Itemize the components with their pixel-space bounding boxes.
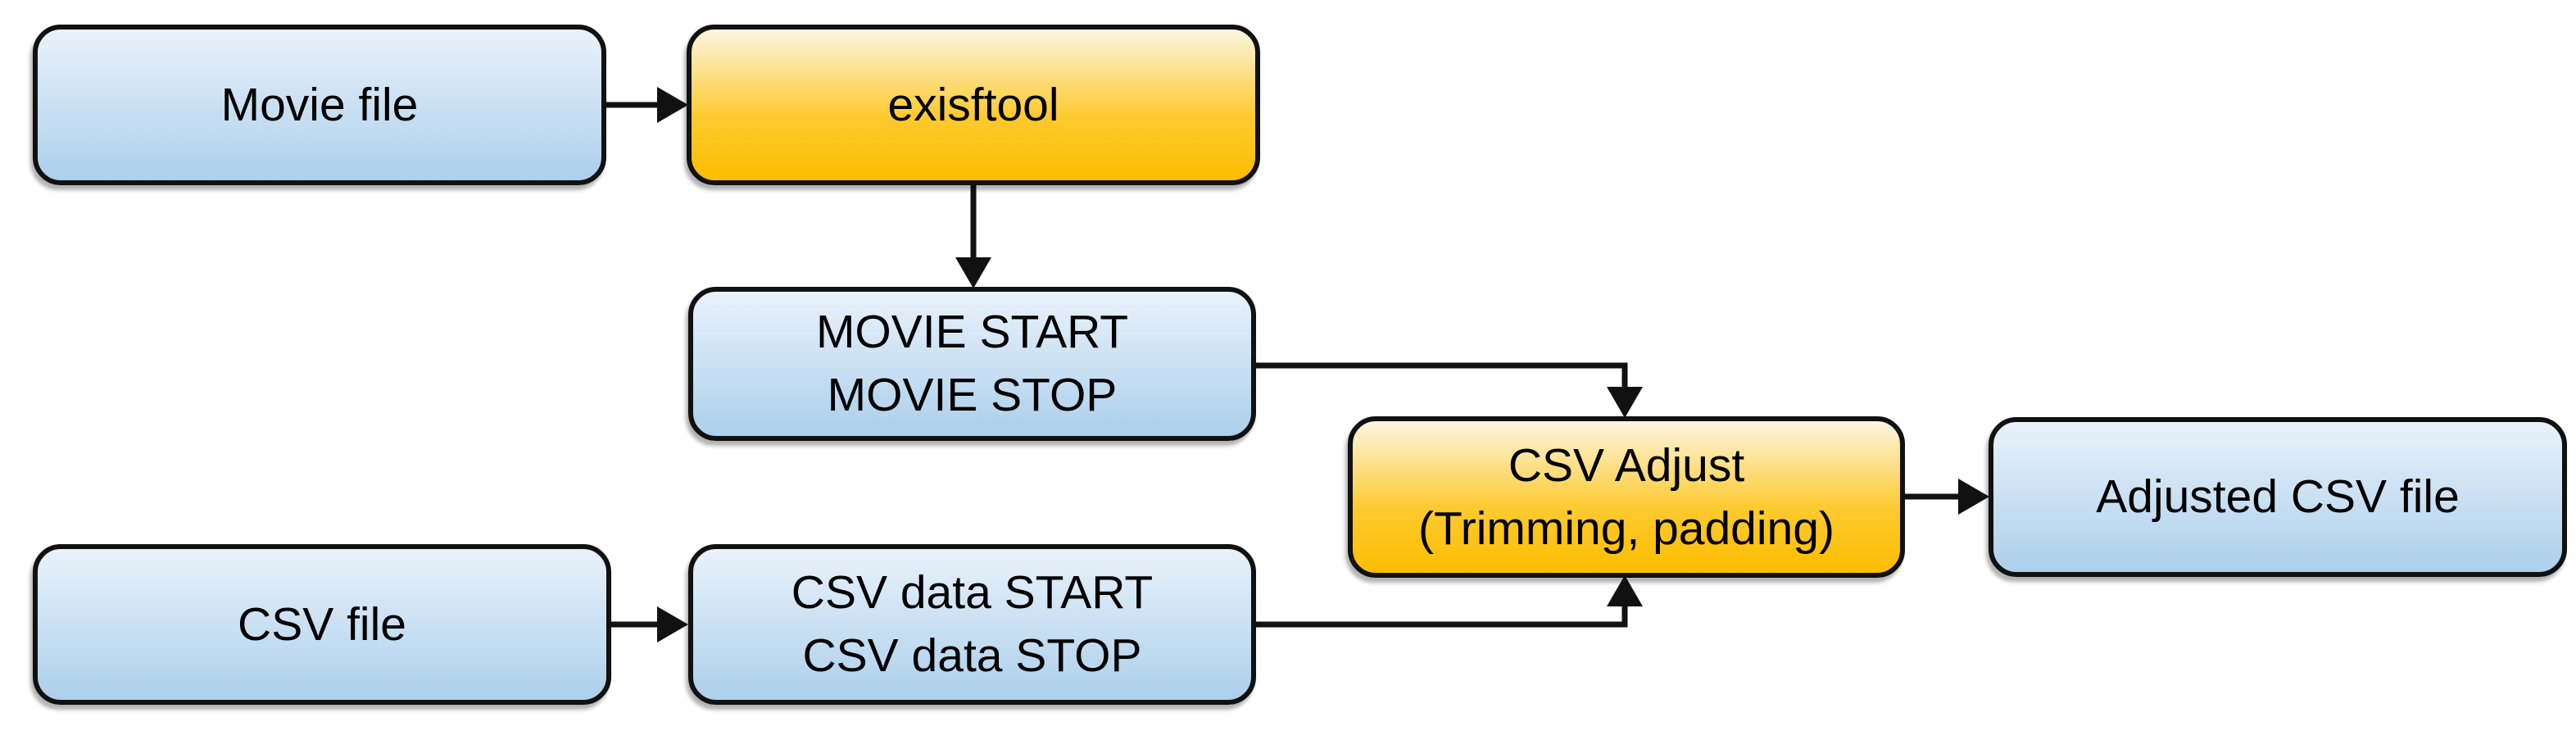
edge-movie-file-to-exisftool xyxy=(606,87,688,123)
node-label-line1: CSV Adjust xyxy=(1508,438,1745,492)
node-label-line2: (Trimming, padding) xyxy=(1418,502,1834,555)
arrowhead-up-icon xyxy=(1607,575,1643,606)
edge-movie-marks-to-csv-adjust xyxy=(1256,362,1643,418)
node-adjusted-csv-file: Adjusted CSV file xyxy=(1989,417,2567,577)
node-label-line1: CSV data START xyxy=(791,566,1154,620)
edge-exisftool-to-movie-marks xyxy=(955,185,991,288)
node-csv-data-start-stop: CSV data START CSV data STOP xyxy=(688,544,1256,705)
edge-shaft xyxy=(1256,362,1628,388)
node-csv-adjust: CSV Adjust (Trimming, padding) xyxy=(1348,416,1905,578)
node-label-line1: MOVIE START xyxy=(815,306,1129,359)
arrowhead-right-icon xyxy=(657,606,688,642)
edge-csv-marks-to-csv-adjust xyxy=(1256,575,1643,628)
node-label: exisftool xyxy=(887,78,1059,131)
node-movie-start-stop: MOVIE START MOVIE STOP xyxy=(688,287,1256,441)
arrowhead-down-icon xyxy=(955,257,991,288)
arrowhead-right-icon xyxy=(1958,479,1989,515)
arrowhead-down-icon xyxy=(1607,387,1643,418)
node-label: Adjusted CSV file xyxy=(2096,470,2460,524)
node-label-line2: MOVIE STOP xyxy=(827,369,1118,421)
node-label: Movie file xyxy=(220,78,419,131)
node-csv-file: CSV file xyxy=(33,544,611,705)
node-label: CSV file xyxy=(238,597,406,651)
arrowhead-right-icon xyxy=(657,87,688,123)
edge-csv-adjust-to-adjusted-csv xyxy=(1905,479,1989,515)
node-label-line2: CSV data STOP xyxy=(802,629,1142,682)
edge-csv-file-to-csv-marks xyxy=(611,606,688,642)
node-movie-file: Movie file xyxy=(33,25,606,185)
node-exisftool: exisftool xyxy=(687,25,1260,185)
edge-shaft xyxy=(1256,605,1628,628)
